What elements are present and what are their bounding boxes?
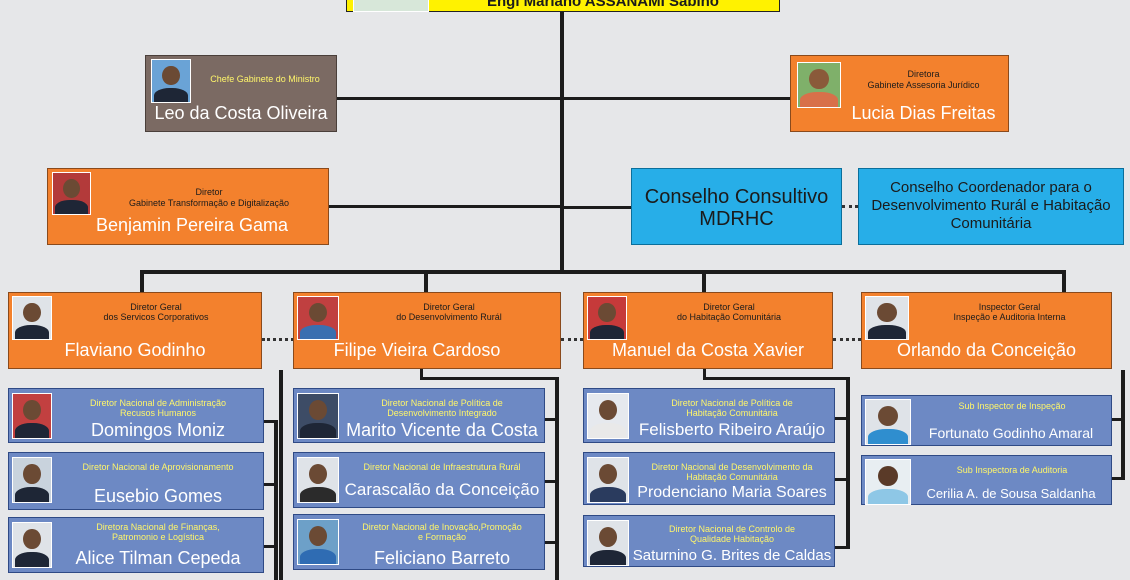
national-name: Domingos Moniz [90, 420, 226, 440]
national-box: Diretor Nacional de Controlo de Qualidad… [583, 515, 835, 567]
general-photo [587, 296, 627, 340]
national-role2: Habitação Comunitária [686, 472, 778, 482]
national-name: Felisberto Ribeiro Araújo [638, 420, 826, 439]
consultivo-line1: Conselho Consultivo [644, 186, 829, 208]
national-photo [297, 457, 339, 503]
national-role2: e Formação [417, 532, 467, 542]
national-role2: Qualidade Habitação [689, 534, 775, 544]
national-photo [587, 457, 629, 503]
national-name: Eusebio Gomes [93, 486, 223, 506]
national-photo [587, 520, 629, 566]
minister-name: Engi Mariano ASSANAMI Sabino [487, 0, 719, 10]
national-name: Carascalão da Conceição [344, 480, 540, 499]
coordenador-line2: Desenvolvimento Rurál e Habitação [871, 197, 1111, 214]
national-role1: Diretor Nacional de Política de [381, 398, 503, 408]
general-box-inspecao: Inspector Geral Inspeção e Auditoria Int… [861, 292, 1112, 369]
general-name: Flaviano Godinho [64, 340, 206, 360]
national-role1: Diretor Nacional de Infraestrutura Rurál [363, 462, 521, 472]
general-role2: Inspeção e Auditoria Interna [953, 312, 1066, 322]
national-name: Feliciano Barreto [373, 548, 511, 568]
national-name: Alice Tilman Cepeda [75, 548, 241, 568]
national-box: Diretora Nacional de Finanças, Patromoni… [8, 517, 264, 573]
national-box: Diretor Nacional de Política de Desenvol… [293, 388, 545, 443]
general-role1: Diretor Geral [703, 302, 755, 312]
general-name: Orlando da Conceição [896, 340, 1077, 360]
chefe-gabinete-box: Chefe Gabinete do Ministro Leo da Costa … [145, 55, 337, 132]
national-role1: Diretor Nacional de Inovação,Promoção [362, 522, 522, 532]
inspector-photo [865, 399, 911, 445]
inspector-role: Sub Inspectora de Auditoria [956, 465, 1068, 475]
national-box: Diretor Nacional de Política de Habitaçã… [583, 388, 835, 443]
national-name: Marito Vicente da Costa [346, 420, 538, 440]
national-role1: Diretor Nacional de Aprovisionamento [82, 462, 234, 472]
general-photo [297, 296, 339, 340]
consultivo-line2: MDRHC [699, 208, 774, 230]
general-photo [12, 296, 52, 340]
chefe-name: Leo da Costa Oliveira [154, 103, 328, 123]
general-name: Filipe Vieira Cardoso [333, 340, 501, 360]
inspector-box: Sub Inspectora de Auditoria Cerilia A. d… [861, 455, 1112, 505]
national-box: Diretor Nacional de Infraestrutura Rurál… [293, 452, 545, 508]
general-photo [865, 296, 909, 340]
national-role2: Habitação Comunitária [686, 408, 778, 418]
national-role1: Diretora Nacional de Finanças, [96, 522, 220, 532]
inspector-name: Fortunato Godinho Amaral [928, 425, 1094, 441]
national-name: Saturnino G. Brites de Caldas [632, 547, 832, 564]
national-photo [12, 522, 52, 568]
national-photo [297, 519, 339, 565]
juridico-name: Lucia Dias Freitas [851, 103, 996, 123]
national-box: Diretor Nacional de Aprovisionamento Eus… [8, 452, 264, 510]
chefe-photo [151, 59, 191, 103]
juridico-role1: Diretora [907, 69, 940, 79]
conselho-coordenador-box: Conselho Coordenador para o Desenvolvime… [858, 168, 1124, 245]
digital-role2: Gabinete Transformação e Digitalização [128, 198, 290, 208]
digital-name: Benjamin Pereira Gama [95, 215, 289, 235]
digital-photo [52, 172, 91, 215]
national-role2: Recusos Humanos [119, 408, 197, 418]
coordenador-line3: Comunitária [950, 215, 1032, 232]
national-box: Diretor Nacional de Administração Recuso… [8, 388, 264, 443]
national-box: Diretor Nacional de Inovação,Promoção e … [293, 514, 545, 570]
digital-box: Diretor Gabinete Transformação e Digital… [47, 168, 329, 245]
coordenador-line1: Conselho Coordenador para o [890, 179, 1092, 196]
inspector-role: Sub Inspector de Inspeção [958, 401, 1066, 411]
national-photo [12, 393, 52, 439]
general-box-corporativos: Diretor Geral dos Servicos Corporativos … [8, 292, 262, 369]
national-box: Diretor Nacional de Desenvolvimento da H… [583, 452, 835, 505]
juridico-photo [797, 62, 841, 108]
national-photo [297, 393, 339, 439]
general-role1: Inspector Geral [978, 302, 1041, 312]
general-role1: Diretor Geral [130, 302, 182, 312]
conselho-consultivo-box: Conselho Consultivo MDRHC [631, 168, 842, 245]
juridico-box: Diretora Gabinete Assesoria Jurídico Luc… [790, 55, 1009, 132]
inspector-name: Cerilia A. de Sousa Saldanha [926, 486, 1096, 501]
general-box-rural: Diretor Geral do Desenvolvimento Rurál F… [293, 292, 561, 369]
general-role1: Diretor Geral [423, 302, 475, 312]
digital-role1: Diretor [195, 187, 223, 197]
national-role1: Diretor Nacional de Desenvolvimento da [651, 462, 813, 472]
national-role1: Diretor Nacional de Controlo de [668, 524, 796, 534]
national-role1: Diretor Nacional de Administração [89, 398, 227, 408]
national-photo [12, 457, 52, 503]
minister-box: Engi Mariano ASSANAMI Sabino [346, 0, 780, 12]
inspector-photo [865, 459, 911, 505]
national-role1: Diretor Nacional de Política de [671, 398, 793, 408]
general-box-habitacao: Diretor Geral do Habitação Comunitária M… [583, 292, 833, 369]
national-photo [587, 393, 629, 439]
national-role2: Patromonio e Logística [111, 532, 205, 542]
juridico-role2: Gabinete Assesoria Jurídico [867, 80, 980, 90]
general-role2: do Desenvolvimento Rurál [396, 312, 502, 322]
general-name: Manuel da Costa Xavier [611, 340, 805, 360]
inspector-box: Sub Inspector de Inspeção Fortunato Godi… [861, 395, 1112, 446]
national-name: Prodenciano Maria Soares [637, 484, 827, 501]
general-role2: dos Servicos Corporativos [103, 312, 209, 322]
chefe-role: Chefe Gabinete do Ministro [210, 74, 320, 84]
general-role2: do Habitação Comunitária [676, 312, 782, 322]
minister-photo [353, 0, 429, 12]
national-role2: Desenvolvimento Integrado [387, 408, 497, 418]
